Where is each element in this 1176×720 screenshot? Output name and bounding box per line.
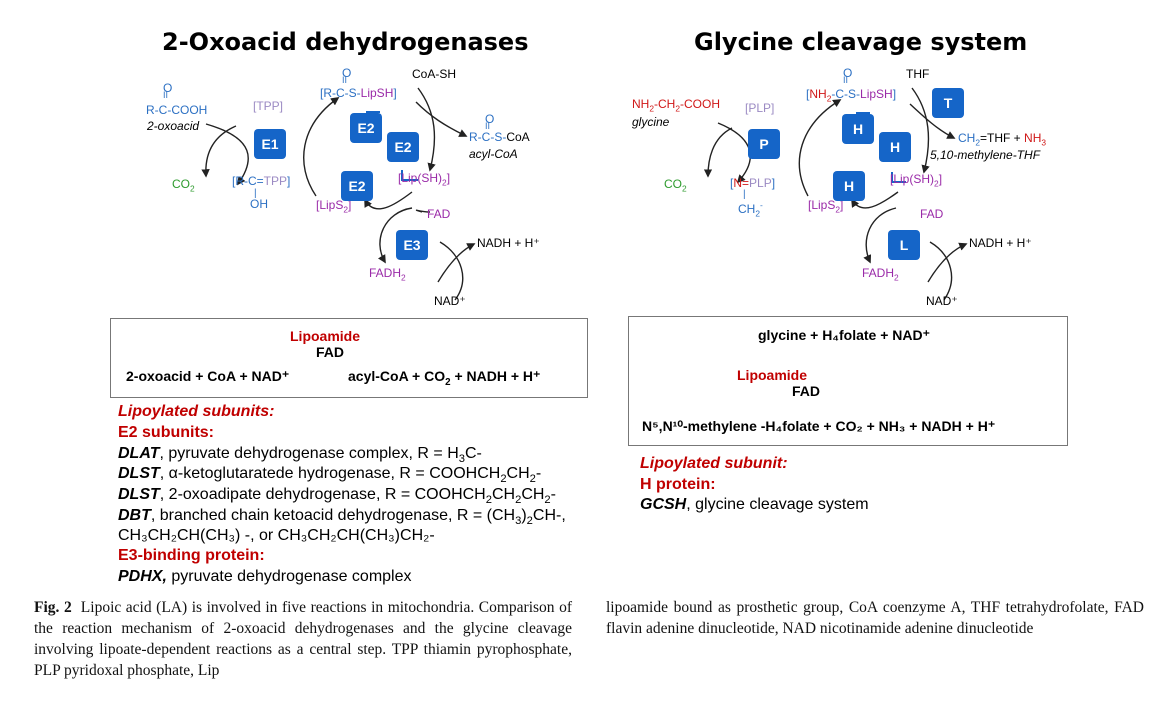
- n-plp-intermediate: [N=PLP]: [730, 176, 776, 190]
- oxoacid-oxygen: O: [163, 81, 173, 95]
- enzyme-l-protein: L: [888, 230, 920, 260]
- oh-label: OH: [250, 197, 268, 211]
- acyl-coa-bond: II: [485, 121, 491, 131]
- right-panel-title: Glycine cleavage system: [694, 28, 1028, 56]
- right-summary-box: [628, 316, 1068, 446]
- enzyme-p-protein: P: [748, 129, 780, 159]
- plp-label: [PLP]: [745, 101, 775, 115]
- aminomethyl-oxygen: O: [843, 66, 853, 80]
- right-dihydrolipoamide: [Lip(SH)2]: [890, 172, 943, 189]
- enzyme-h-protein-2: H: [879, 132, 911, 162]
- enzyme-h-protein-3: H: [833, 171, 865, 201]
- acyl-lipoamide: [R-C-S-LipSH]: [320, 86, 397, 100]
- aminomethyl-bond: II: [843, 75, 849, 85]
- caption-column-2: lipoamide bound as prosthetic group, CoA…: [606, 599, 1144, 637]
- right-co2-label: CO2: [664, 177, 687, 194]
- dbt-entry-continued: CH₃CH₂CH(CH₃) -, or CH₃CH₂CH(CH₃)CH₂-: [118, 527, 435, 544]
- oxoacid-name: 2-oxoacid: [147, 119, 200, 133]
- glycine-formula: NH2-CH2-COOH: [632, 97, 721, 114]
- co2-label: CO2: [172, 177, 195, 194]
- acyl-coa-name: acyl-CoA: [469, 147, 518, 161]
- nad-label: NAD⁺: [434, 294, 466, 308]
- enzyme-h-protein-1: H: [842, 114, 874, 144]
- right-box-reactants: glycine + H₄folate + NAD⁺: [758, 327, 930, 343]
- dbt-entry: DBT, branched chain ketoacid dehydrogena…: [118, 507, 566, 528]
- right-nadh-label: NADH + H⁺: [969, 236, 1032, 250]
- left-summary-box: [110, 318, 588, 398]
- left-box-fad: FAD: [316, 344, 344, 360]
- glycine-name: glycine: [632, 115, 670, 129]
- tpp-label: [TPP]: [253, 99, 284, 113]
- methylene-thf-products: CH2=THF + NH3: [958, 131, 1047, 148]
- enzyme-e2-acyltransfer: E2: [350, 113, 382, 143]
- right-box-products: N⁵,N¹⁰-methylene -H₄folate + CO₂ + NH₃ +…: [642, 418, 996, 434]
- h-protein-heading: H protein:: [640, 476, 716, 493]
- left-panel-title: 2-Oxoacid dehydrogenases: [162, 28, 529, 56]
- dlst-kg-entry: DLST, α-ketoglutaratede hydrogenase, R =…: [118, 465, 542, 486]
- caption-column-1: Fig. 2 Lipoic acid (LA) is involved in f…: [34, 599, 572, 679]
- oxoacid-double-bond: II: [163, 90, 169, 100]
- oxoacid-formula: R-C-COOH: [146, 103, 208, 117]
- enzyme-e3: E3: [396, 230, 428, 260]
- lipoamide-label: [LipS2]: [316, 198, 352, 215]
- thf-label: THF: [906, 67, 930, 81]
- e3-binding-heading: E3-binding protein:: [118, 547, 265, 564]
- right-lipoamide: [LipS2]: [808, 198, 844, 215]
- coa-sh-label: CoA-SH: [412, 67, 457, 81]
- aminomethyl-lipoamide: [NH2-C-S-LipSH]: [806, 87, 897, 104]
- right-box-lipoamide: Lipoamide: [737, 367, 808, 383]
- left-box-products: acyl-CoA + CO2 + NADH + H⁺: [348, 368, 541, 388]
- acyl-coa-formula: R-C-S-CoA: [469, 130, 530, 144]
- right-box-fad: FAD: [792, 383, 820, 399]
- enzyme-e1: E1: [254, 129, 286, 159]
- enzyme-e2-lipoyl: E2: [341, 171, 373, 201]
- right-nad-label: NAD⁺: [926, 294, 958, 308]
- acyl-lipoamide-oxygen: O: [342, 66, 352, 80]
- acyl-coa-oxygen: O: [485, 112, 495, 126]
- dlat-entry: DLAT, pyruvate dehydrogenase complex, R …: [118, 445, 482, 466]
- right-fad-label: FAD: [920, 207, 944, 221]
- acyl-lipoamide-bond: II: [342, 75, 348, 85]
- fadh2-label: FADH2: [369, 266, 406, 283]
- e2-subunits-heading: E2 subunits:: [118, 424, 215, 441]
- dlst-adipate-entry: DLST, 2-oxoadipate dehydrogenase, R = CO…: [118, 486, 556, 507]
- enzyme-t-protein: T: [932, 88, 964, 118]
- left-box-reactants: 2-oxoacid + CoA + NAD⁺: [126, 368, 290, 384]
- gcsh-entry: GCSH, glycine cleavage system: [640, 496, 869, 513]
- right-fadh2-label: FADH2: [862, 266, 899, 283]
- nadh-label: NADH + H⁺: [477, 236, 540, 250]
- left-box-lipoamide: Lipoamide: [290, 328, 361, 344]
- left-lipoylated-heading: Lipoylated subunits:: [118, 403, 275, 420]
- pdhx-entry: PDHX, pyruvate dehydrogenase complex: [118, 568, 412, 585]
- r-c-tpp-intermediate: [R-C=TPP]: [232, 174, 291, 188]
- ch2-minus-label: CH2-: [738, 200, 763, 219]
- fad-label: FAD: [427, 207, 451, 221]
- dihydrolipoamide-label: [Lip(SH)2]: [398, 171, 451, 188]
- enzyme-e2-coa: E2: [387, 132, 419, 162]
- right-lipoylated-heading: Lipoylated subunit:: [640, 455, 788, 472]
- methylene-thf-name: 5,10-methylene-THF: [930, 148, 1041, 162]
